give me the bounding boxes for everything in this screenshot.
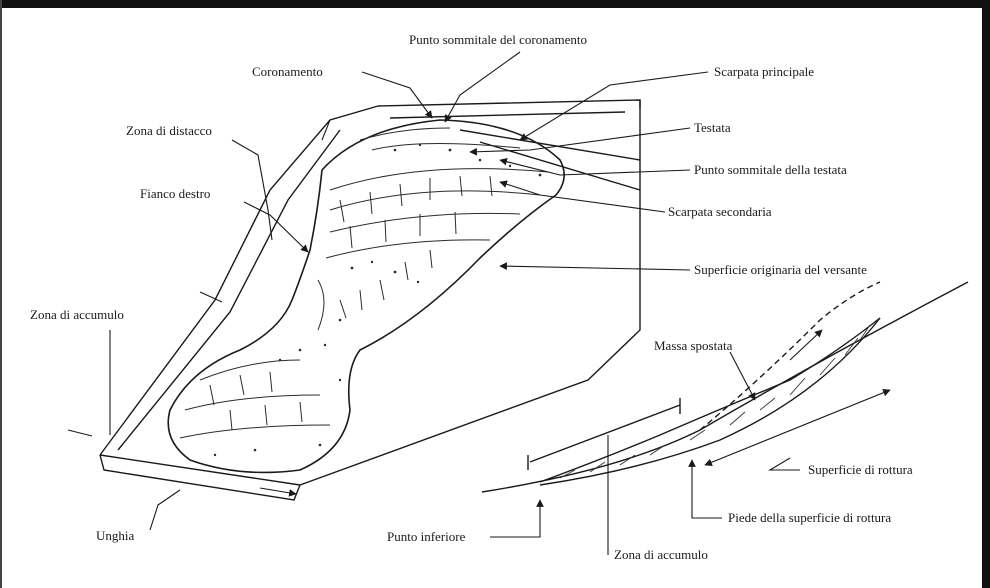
label-scarpata-principale: Scarpata principale — [714, 64, 814, 79]
debris-dots — [214, 144, 542, 456]
label-fianco-destro: Fianco destro — [140, 186, 210, 201]
label-scarpata-secondaria: Scarpata secondaria — [668, 204, 772, 219]
label-unghia: Unghia — [96, 528, 135, 543]
label-superficie-originaria: Superficie originaria del versante — [694, 262, 867, 277]
label-zona-accumulo-left: Zona di accumulo — [30, 307, 124, 322]
label-massa-spostata: Massa spostata — [654, 338, 733, 353]
landslide-body — [168, 120, 564, 472]
label-testata: Testata — [694, 120, 731, 135]
label-piede-superficie-rottura: Piede della superficie di rottura — [728, 510, 891, 525]
landslide-texture — [180, 128, 548, 438]
label-punto-sommitale-testata: Punto sommitale della testata — [694, 162, 847, 177]
label-zona-distacco: Zona di distacco — [126, 123, 212, 138]
label-punto-inferiore: Punto inferiore — [387, 529, 466, 544]
label-punto-sommitale-coronamento: Punto sommitale del coronamento — [409, 32, 587, 47]
label-superficie-rottura: Superficie di rottura — [808, 462, 913, 477]
label-zona-accumulo-bottom: Zona di accumulo — [614, 547, 708, 562]
cross-section — [482, 282, 968, 492]
label-coronamento: Coronamento — [252, 64, 323, 79]
